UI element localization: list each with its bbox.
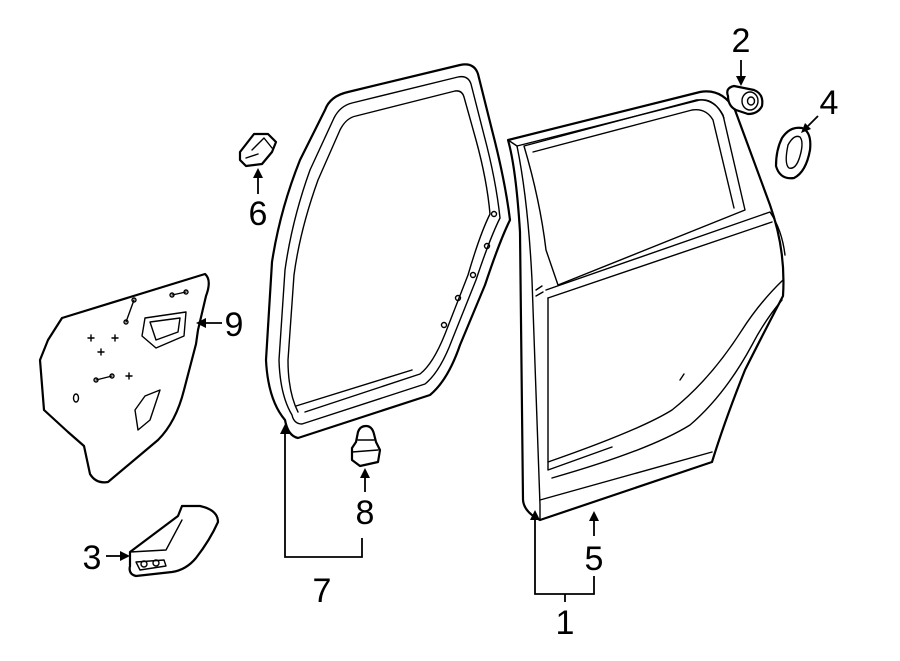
callout-2: 2	[732, 22, 751, 60]
inner-door-panel	[38, 272, 210, 484]
callout-3: 3	[83, 539, 102, 577]
weatherstrip-clip	[350, 424, 382, 468]
door-weatherstrip	[264, 63, 512, 440]
retainer-clip	[238, 132, 278, 168]
door-grommet	[774, 126, 812, 180]
callout-9: 9	[225, 306, 244, 344]
door-bracket	[128, 504, 220, 578]
callout-4: 4	[820, 84, 839, 122]
callout-6: 6	[249, 195, 268, 233]
door-plug	[726, 84, 764, 116]
door-shell	[506, 90, 786, 522]
callout-7: 7	[313, 572, 332, 610]
callout-5: 5	[585, 540, 604, 578]
callout-8: 8	[356, 494, 375, 532]
callout-1: 1	[556, 604, 575, 642]
leader-lines	[106, 60, 819, 602]
